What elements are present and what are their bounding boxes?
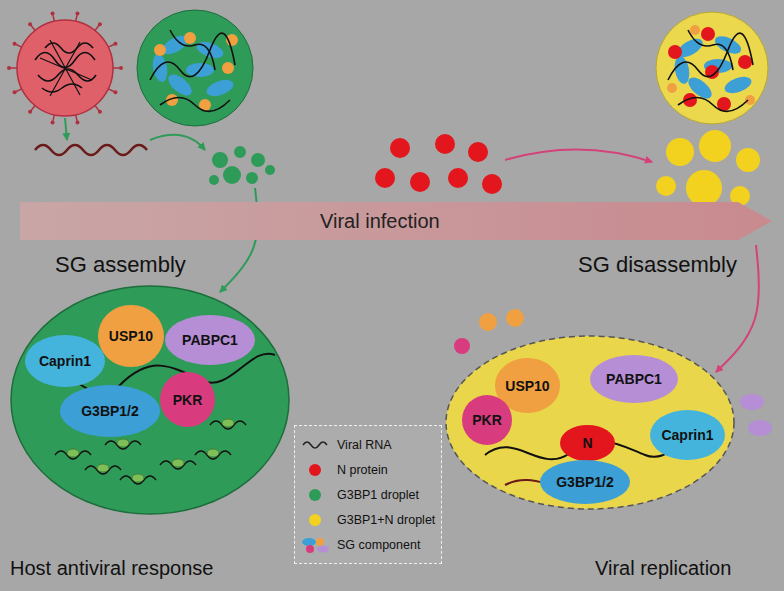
protein-oval: G3BP1/2 (60, 385, 160, 437)
protein-oval: Caprin1 (25, 335, 105, 387)
n-protein-oval: N (560, 425, 615, 461)
panel-caption: Host antiviral response (10, 557, 213, 580)
protein-name: USP10 (505, 378, 549, 394)
protein-oval: PABPC1 (165, 315, 255, 365)
protein-name: PABPC1 (182, 332, 238, 348)
protein-circle: PKR (160, 372, 215, 427)
protein-circle: USP10 (98, 305, 163, 367)
protein-name: PABPC1 (606, 371, 662, 387)
protein-name: Caprin1 (39, 353, 91, 369)
legend-text: G3BP1 droplet (337, 488, 419, 502)
legend-sample (301, 437, 333, 453)
band-label: Viral infection (320, 210, 440, 233)
protein-name: PKR (173, 392, 203, 408)
legend-text: N protein (337, 463, 388, 477)
legend-row: SG component (301, 532, 435, 557)
protein-oval: G3BP1/2 (540, 460, 630, 504)
virus-particle (7, 11, 123, 124)
legend-row: G3BP1+N droplet (301, 507, 435, 532)
g3bp1-droplets (209, 146, 275, 185)
legend-swatch (309, 489, 321, 501)
stress-granule-droplet (137, 10, 253, 126)
label-holder: SG disassembly (578, 252, 737, 278)
legend-row: N protein (301, 457, 435, 482)
n-protein-dots (375, 134, 502, 194)
legend-row: G3BP1 droplet (301, 482, 435, 507)
legend-sample (301, 512, 333, 528)
legend-text: Viral RNA (337, 438, 392, 452)
legend-swatch (309, 464, 321, 476)
disassembling-granule: Viral replicationUSP10PABPC1PKRCaprin1NG… (445, 335, 735, 510)
legend-sample (301, 462, 333, 478)
protein-name: USP10 (109, 328, 153, 344)
label-holder: SG assembly (55, 252, 186, 278)
legend-sample (301, 487, 333, 503)
protein-oval: PABPC1 (590, 355, 678, 403)
flow-arrow (505, 149, 652, 162)
infection-arrow-band: Viral infection (20, 198, 772, 244)
protein-name: Caprin1 (661, 427, 713, 443)
protein-name: PKR (472, 412, 502, 428)
flow-arrow (150, 135, 205, 150)
process-label: SG assembly (55, 252, 186, 278)
protein-name: G3BP1/2 (81, 403, 139, 419)
legend-text: SG component (337, 538, 420, 552)
legend-row: Viral RNA (301, 432, 435, 457)
process-label: SG disassembly (578, 252, 737, 278)
protein-oval: Caprin1 (650, 410, 725, 460)
flow-arrow (65, 118, 67, 140)
legend-swatch (309, 514, 321, 526)
stress-granule: Host antiviral responseCaprin1USP10PABPC… (10, 285, 290, 515)
panel-caption: Viral replication (595, 557, 731, 580)
legend-text: G3BP1+N droplet (337, 513, 435, 527)
viral-rna (35, 145, 147, 155)
protein-name: N (582, 435, 592, 451)
protein-name: G3BP1/2 (556, 474, 614, 490)
legend-sample (301, 537, 333, 553)
protein-circle: PKR (462, 395, 512, 445)
mixed-droplet (656, 12, 768, 124)
heading-holder: Viral replication (595, 557, 731, 580)
legend-box: Viral RNA N proteinG3BP1 dropletG3BP1+N d… (294, 425, 442, 564)
heading-holder: Host antiviral response (10, 557, 213, 580)
